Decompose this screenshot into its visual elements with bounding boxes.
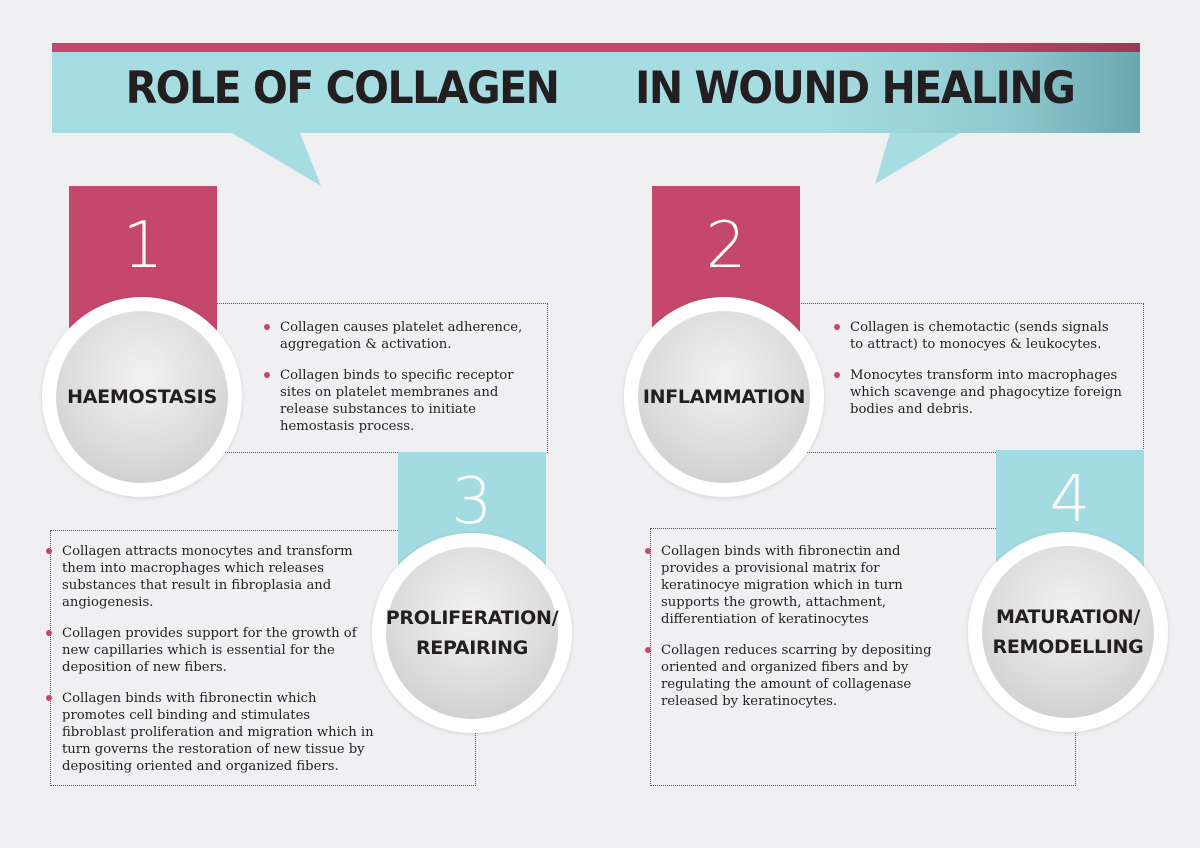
list-item: Monocytes transform into macrophages whi… [832,367,1126,418]
page-title: ROLE OF COLLAGEN IN WOUND HEALING [0,62,1200,114]
stage-1-label-line1: HAEMOSTASIS [67,386,217,408]
stage-3-label: PROLIFERATION/ REPAIRING [386,603,559,663]
stage-1-points: Collagen causes platelet adherence, aggr… [262,319,534,449]
list-item: Collagen binds with fibronectin which pr… [44,690,374,775]
list-item: Collagen reduces scarring by depositing … [643,642,955,710]
stage-2-label-line1: INFLAMMATION [642,386,806,408]
stage-2-circle: INFLAMMATION [624,297,824,497]
point-text: Collagen attracts monocytes and transfor… [62,544,353,610]
stage-2-label: INFLAMMATION [642,382,806,412]
banner-top-stripe [52,43,1140,52]
stage-3-disc: PROLIFERATION/ REPAIRING [386,547,559,719]
stage-2-disc: INFLAMMATION [638,311,810,483]
bullet-icon [46,695,52,701]
list-item: Collagen causes platelet adherence, aggr… [262,319,534,353]
point-text: Collagen binds with fibronectin which pr… [62,691,374,774]
stage-4-disc: MATURATION/ REMODELLING [982,546,1154,718]
stage-1-label: HAEMOSTASIS [67,382,217,412]
list-item: Collagen is chemotactic (sends signals t… [832,319,1126,353]
banner-tail-left [232,133,321,186]
list-item: Collagen binds with fibronectin and prov… [643,543,955,628]
list-item: Collagen attracts monocytes and transfor… [44,543,374,611]
bullet-icon [834,324,840,330]
title-banner [52,52,1140,133]
bullet-icon [645,647,651,653]
bullet-icon [834,372,840,378]
stage-4-circle: MATURATION/ REMODELLING [968,532,1168,732]
stage-2-number: 2 [705,209,747,283]
point-text: Collagen reduces scarring by depositing … [661,643,932,709]
list-item: Collagen binds to specific receptor site… [262,367,534,435]
stage-2-points: Collagen is chemotactic (sends signals t… [832,319,1126,432]
bullet-icon [264,372,270,378]
point-text: Collagen provides support for the growth… [62,626,357,675]
title-right: IN WOUND HEALING [635,62,1076,114]
bullet-icon [46,630,52,636]
list-item: Collagen provides support for the growth… [44,625,374,676]
stage-1-disc: HAEMOSTASIS [56,311,228,483]
stage-3-label-line1: PROLIFERATION/ [385,607,559,629]
stage-4-label-line2: REMODELLING [992,636,1144,658]
stage-4-label: MATURATION/ REMODELLING [993,602,1144,662]
stage-3-points: Collagen attracts monocytes and transfor… [44,543,374,789]
stage-1-circle: HAEMOSTASIS [42,297,242,497]
title-left: ROLE OF COLLAGEN [125,62,560,114]
stage-3-circle: PROLIFERATION/ REPAIRING [372,533,572,733]
banner-tail-right [875,133,960,184]
bullet-icon [264,324,270,330]
stage-4-label-line1: MATURATION/ [995,606,1141,628]
stage-1-number: 1 [122,209,164,283]
stage-3-number: 3 [451,465,493,539]
point-text: Collagen binds with fibronectin and prov… [661,544,903,627]
point-text: Collagen causes platelet adherence, aggr… [280,320,523,352]
bullet-icon [46,548,52,554]
point-text: Monocytes transform into macrophages whi… [850,368,1122,417]
point-text: Collagen is chemotactic (sends signals t… [850,320,1109,352]
stage-3-label-line2: REPAIRING [415,637,529,659]
stage-4-number: 4 [1049,463,1091,537]
point-text: Collagen binds to specific receptor site… [280,368,514,434]
bullet-icon [645,548,651,554]
stage-4-points: Collagen binds with fibronectin and prov… [643,543,955,724]
banner-speech-tails [232,133,960,186]
